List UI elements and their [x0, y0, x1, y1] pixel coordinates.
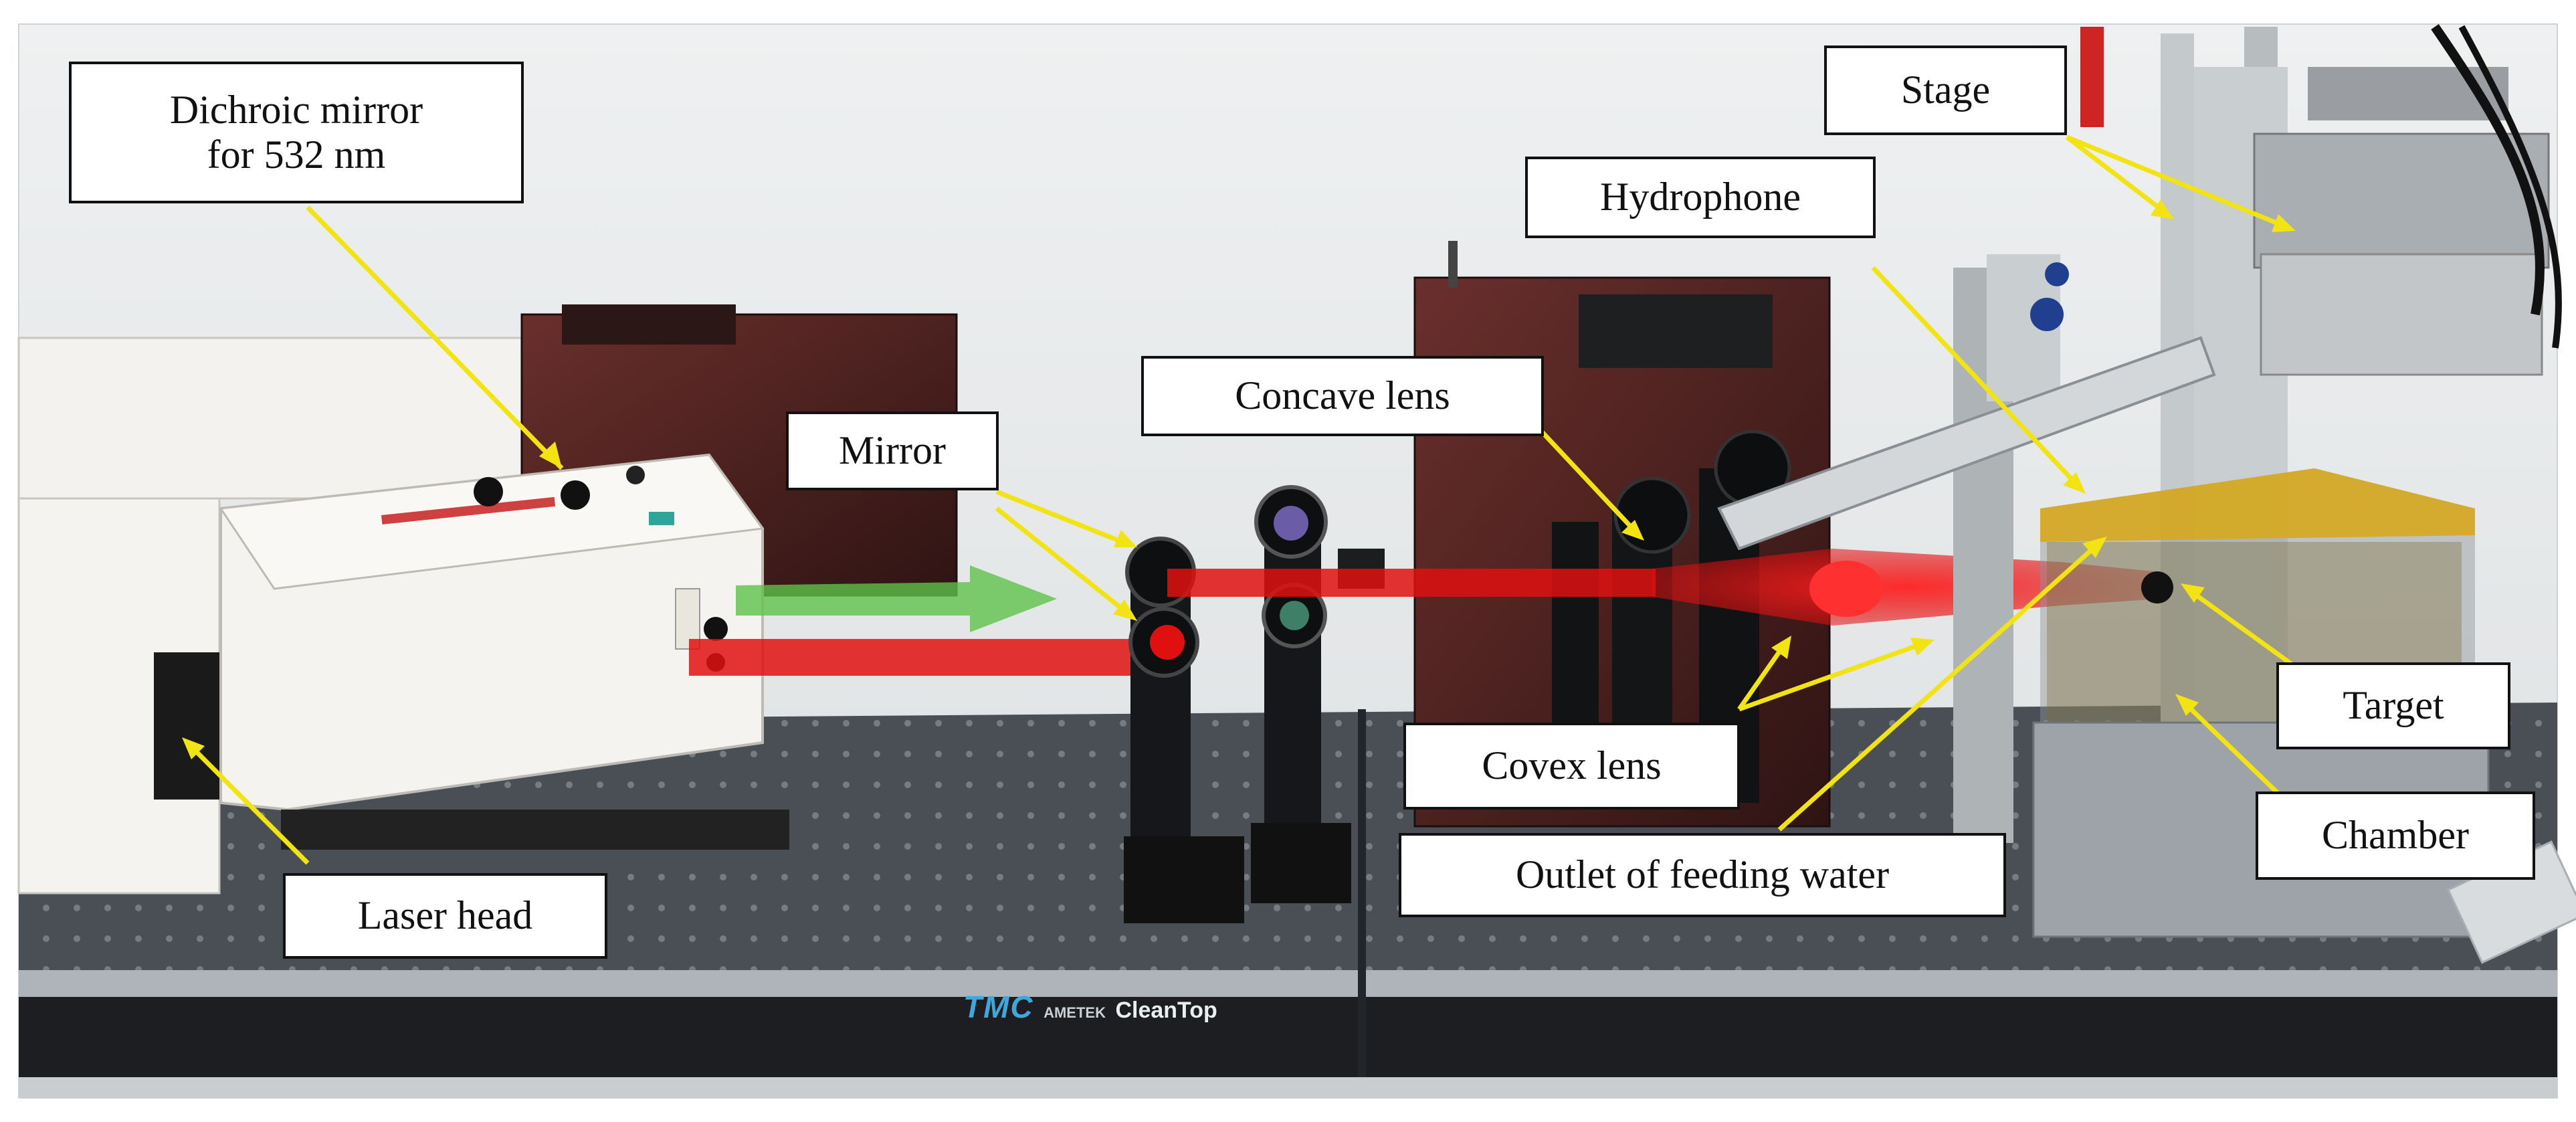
- expanded-laser-beam: [1167, 549, 2161, 626]
- brand-maker: AMETEK: [1044, 1004, 1106, 1021]
- label-target: Target: [2276, 662, 2510, 749]
- laser-head-box: [219, 453, 789, 850]
- mirror-mounts: [1124, 485, 1385, 923]
- label-covex-lens-text: Covex lens: [1482, 743, 1662, 788]
- label-dichroic-mirror-line2: for 532 nm: [207, 132, 386, 177]
- label-chamber: Chamber: [2256, 791, 2535, 880]
- label-mirror: Mirror: [786, 411, 999, 490]
- laser-beam-short: [689, 639, 1157, 676]
- label-covex-lens: Covex lens: [1403, 723, 1740, 810]
- label-concave-lens: Concave lens: [1141, 356, 1544, 436]
- label-hydrophone: Hydrophone: [1525, 157, 1876, 238]
- label-chamber-text: Chamber: [2322, 813, 2469, 858]
- table-brand-logo: TMC AMETEK CleanTop: [963, 989, 1217, 1025]
- label-concave-lens-text: Concave lens: [1235, 373, 1450, 418]
- callout-arrows: [182, 134, 2310, 865]
- label-outlet-feeding-water-text: Outlet of feeding water: [1515, 852, 1890, 897]
- hydrophone-rail: [1717, 336, 2216, 551]
- label-laser-head-text: Laser head: [357, 893, 533, 938]
- label-dichroic-mirror-line1: Dichroic mirror: [169, 87, 423, 132]
- label-mirror-text: Mirror: [839, 428, 946, 473]
- stage-frame: [1953, 24, 2562, 843]
- pump-beam-green: [736, 565, 1057, 632]
- brand-product: CleanTop: [1115, 998, 1217, 1023]
- label-stage: Stage: [1824, 45, 2067, 135]
- label-dichroic-mirror: Dichroic mirror for 532 nm: [69, 62, 524, 203]
- label-target-text: Target: [2343, 683, 2444, 728]
- label-laser-head: Laser head: [283, 873, 607, 959]
- brand-logo-tmc: TMC: [963, 990, 1034, 1024]
- label-outlet-feeding-water: Outlet of feeding water: [1399, 833, 2006, 917]
- label-hydrophone-text: Hydrophone: [1600, 175, 1801, 219]
- label-stage-text: Stage: [1900, 68, 1991, 112]
